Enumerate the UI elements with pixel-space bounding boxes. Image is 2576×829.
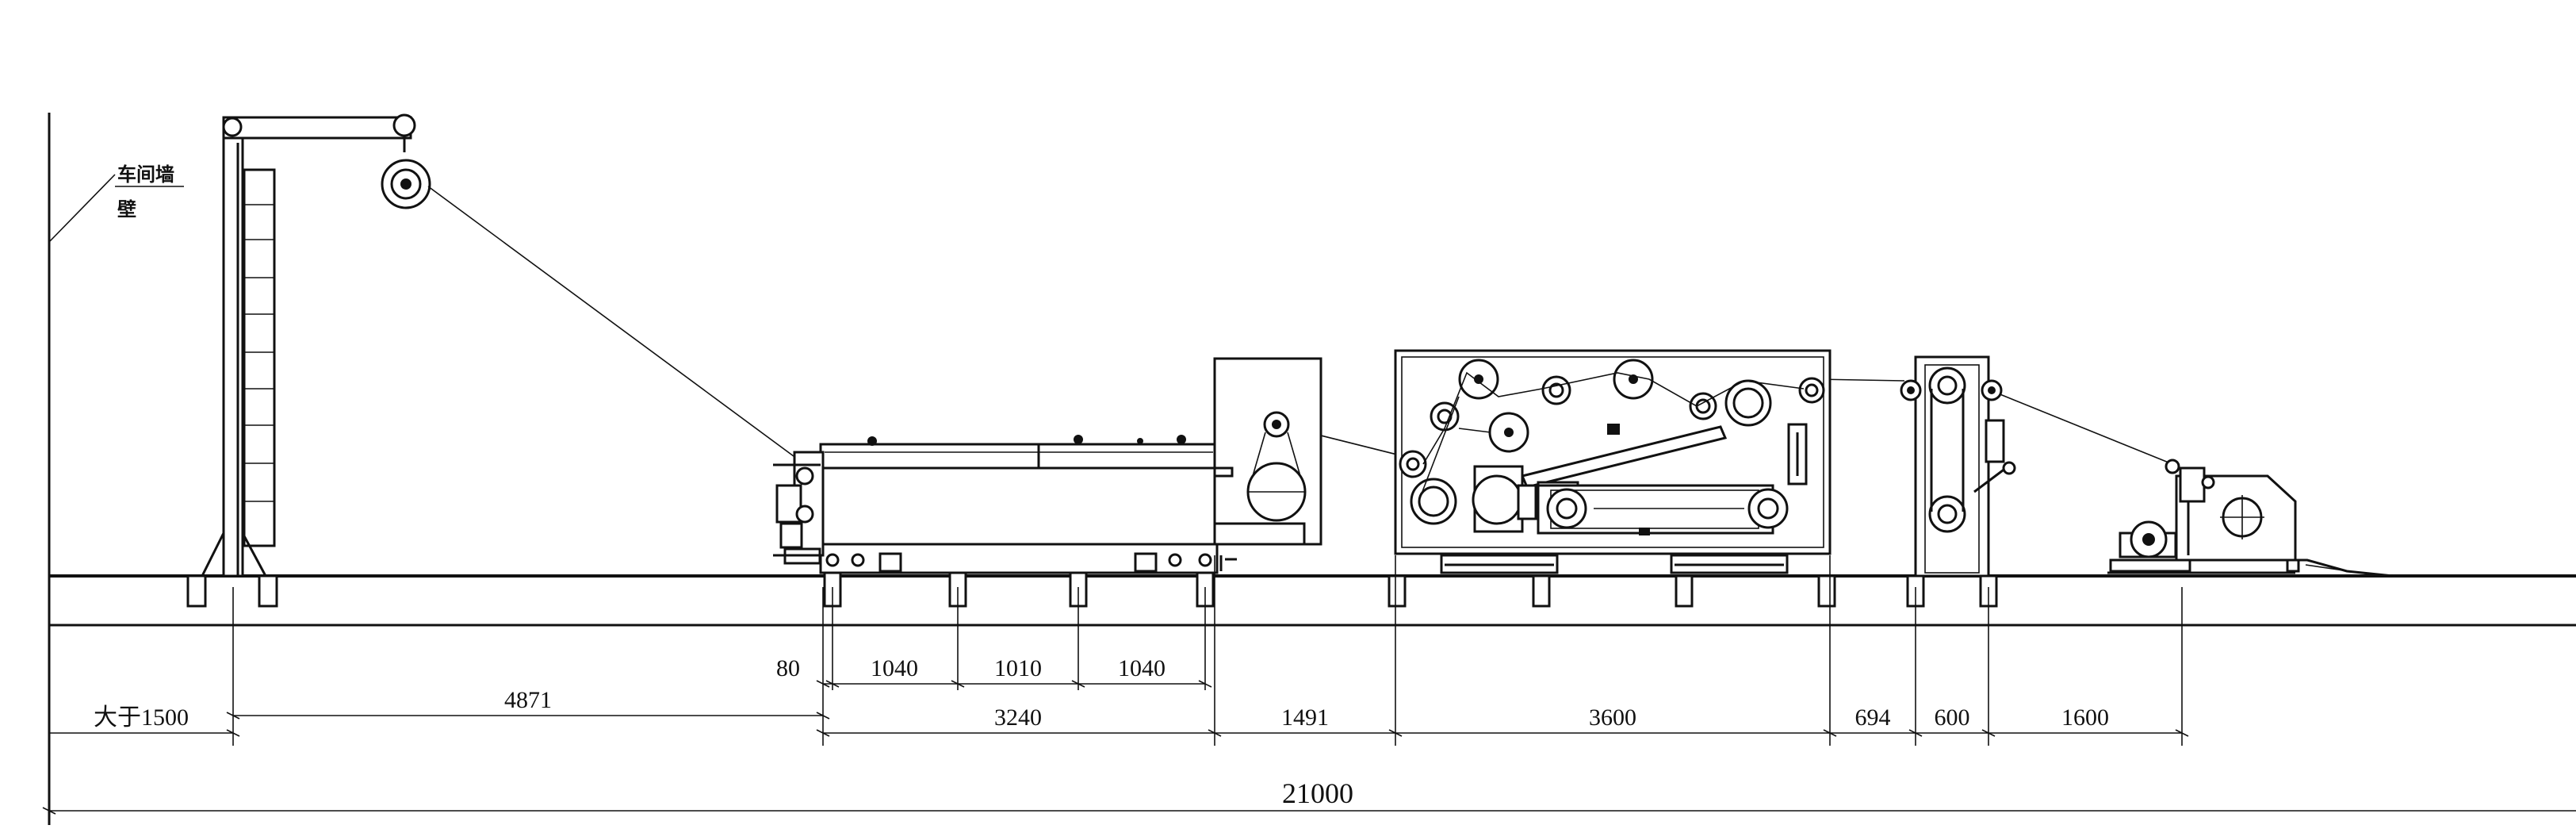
takeup-machine bbox=[2107, 459, 2394, 578]
dim-machine-length: 3240 bbox=[994, 704, 1042, 731]
dim-leg-spacing-3: 1040 bbox=[1118, 655, 1166, 681]
wall-label-line2: 壁 bbox=[117, 198, 136, 221]
drawing-machine bbox=[773, 435, 1219, 608]
dim-gap-1: 1491 bbox=[1281, 704, 1329, 731]
annealer bbox=[1388, 349, 1836, 608]
payoff-tower bbox=[186, 113, 431, 608]
dim-capstan-width: 600 bbox=[1935, 704, 1970, 731]
dim-annealer-length: 3600 bbox=[1589, 704, 1636, 731]
dim-gap-3: 1600 bbox=[2061, 704, 2109, 731]
dim-payoff-to-machine: 4871 bbox=[504, 687, 552, 713]
workshop-wall: 车间墙 壁 bbox=[48, 113, 184, 825]
dimension-labels: 大于1500 4871 80 1040 1010 1040 3240 1491 … bbox=[94, 655, 2109, 809]
capstan-tower bbox=[1900, 355, 2016, 608]
dim-machine-offset: 80 bbox=[776, 655, 800, 681]
dim-gap-2: 694 bbox=[1855, 704, 1891, 731]
floor bbox=[49, 574, 2576, 627]
dim-total-length: 21000 bbox=[1282, 777, 1353, 809]
dim-leg-spacing-2: 1010 bbox=[994, 655, 1042, 681]
dim-leg-spacing-1: 1040 bbox=[871, 655, 918, 681]
transfer-unit bbox=[1213, 357, 1322, 571]
dimension-lines bbox=[42, 555, 2576, 815]
wall-label-line1: 车间墙 bbox=[117, 163, 174, 186]
dim-wall-clearance: 大于1500 bbox=[94, 704, 189, 731]
